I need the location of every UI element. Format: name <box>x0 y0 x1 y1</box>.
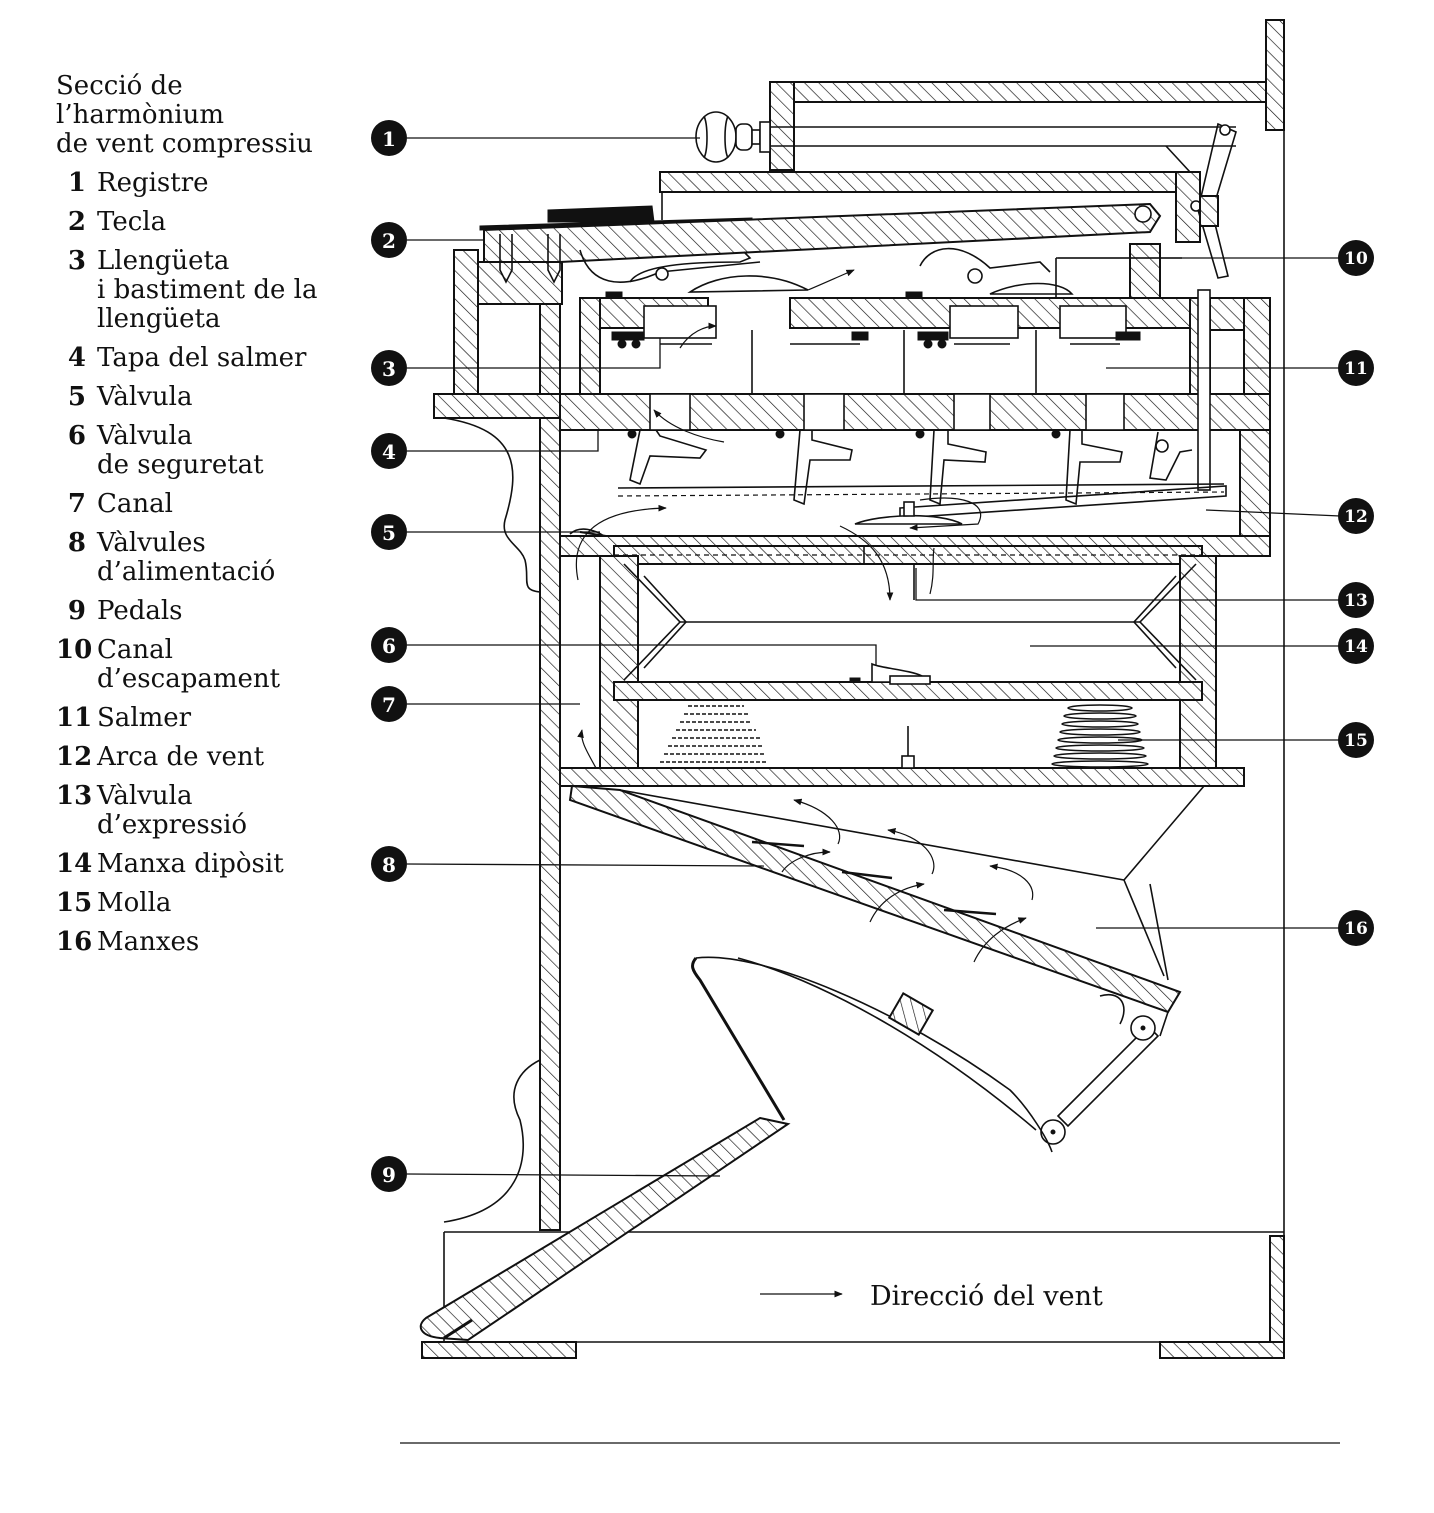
legend-label: Vàlvula <box>97 382 193 412</box>
callout-number: 5 <box>382 521 396 545</box>
wind-direction-label: Direcció del vent <box>870 1281 1103 1312</box>
callout-number: 12 <box>1344 507 1368 527</box>
legend-num: 3 <box>67 246 86 276</box>
callout-number: 16 <box>1344 919 1368 939</box>
callout-number: 15 <box>1344 731 1368 751</box>
legend-label: Arca de vent <box>97 742 265 772</box>
legend-label: Vàlvules d’alimentació <box>97 528 276 587</box>
callout-number: 14 <box>1344 637 1368 657</box>
legend-item-5: 5 Vàlvula <box>56 383 356 412</box>
callout-number: 13 <box>1344 591 1368 611</box>
legend-item-6: 6 Vàlvula de seguretat <box>56 422 356 480</box>
legend-item-8: 8 Vàlvules d’alimentació <box>56 529 356 587</box>
legend-label: Molla <box>97 888 172 918</box>
legend-num: 1 <box>67 168 86 198</box>
callout-15: 15 <box>1338 722 1374 758</box>
legend-item-1: 1 Registre <box>56 169 356 198</box>
stop-knob <box>695 111 1237 279</box>
callout-number: 11 <box>1344 359 1368 379</box>
legend-item-7: 7 Canal <box>56 490 356 519</box>
leader-lines <box>406 137 1341 1177</box>
legend-item-4: 4 Tapa del salmer <box>56 344 356 373</box>
legend-label: Registre <box>97 168 209 198</box>
callout-9: 9 <box>371 1156 407 1192</box>
legend-label: Canal d’escapament <box>97 635 281 694</box>
callout-5: 5 <box>371 514 407 550</box>
callout-number: 9 <box>382 1163 396 1187</box>
callout-14: 14 <box>1338 628 1374 664</box>
wind-chest <box>559 257 1271 491</box>
legend-label: Vàlvula de seguretat <box>97 421 264 480</box>
springs <box>660 704 1149 769</box>
wind-direction-key: Direcció del vent <box>760 1281 1103 1312</box>
legend-label: Manxes <box>97 927 200 957</box>
legend-num: 6 <box>67 421 86 451</box>
legend-label: Salmer <box>97 703 192 733</box>
callout-13: 13 <box>1338 582 1374 618</box>
callout-16: 16 <box>1338 910 1374 946</box>
legend-num: 8 <box>67 528 86 558</box>
callout-number: 6 <box>382 634 396 658</box>
legend-num: 2 <box>67 207 86 237</box>
callout-number: 3 <box>382 357 396 381</box>
callout-3: 3 <box>371 350 407 386</box>
callout-1: 1 <box>371 120 407 156</box>
legend-label: Tecla <box>97 207 167 237</box>
reeds <box>611 331 1141 349</box>
callout-12: 12 <box>1338 498 1374 534</box>
callout-number: 10 <box>1344 249 1368 269</box>
pallet-levers <box>579 247 1074 299</box>
callout-6: 6 <box>371 627 407 663</box>
key <box>477 192 1162 305</box>
pallet-valves <box>559 429 1271 557</box>
legend-label: Pedals <box>97 596 183 626</box>
legend-num: 7 <box>67 489 86 519</box>
legend-label: Llengüeta i bastiment de la llengüeta <box>97 246 318 334</box>
feeder-bellows <box>568 784 1205 1145</box>
callout-2: 2 <box>371 222 407 258</box>
legend-item-3: 3 Llengüeta i bastiment de la llengüeta <box>56 247 356 334</box>
callout-4: 4 <box>371 433 407 469</box>
legend: Secció de l’harmònium de vent compressiu… <box>56 72 356 967</box>
reservoir-bellows <box>559 545 1245 787</box>
legend-title: Secció de l’harmònium de vent compressiu <box>56 71 313 159</box>
legend-item-9: 9 Pedals <box>56 597 356 626</box>
legend-label: Vàlvula d’expressió <box>97 781 248 840</box>
pedal <box>419 956 1053 1342</box>
callout-number: 7 <box>382 693 396 717</box>
callout-number: 8 <box>382 853 396 877</box>
callout-number: 1 <box>382 127 396 151</box>
callout-7: 7 <box>371 686 407 722</box>
legend-label: Canal <box>97 489 173 519</box>
callout-number: 2 <box>382 229 396 253</box>
air-flow-arrows <box>575 269 1034 963</box>
case-frame <box>421 19 1285 1359</box>
legend-num: 5 <box>67 382 86 412</box>
legend-num: 9 <box>67 596 86 626</box>
legend-item-2: 2 Tecla <box>56 208 356 237</box>
callout-8: 8 <box>371 846 407 882</box>
legend-label: Manxa dipòsit <box>97 849 284 879</box>
legend-num: 4 <box>67 343 86 373</box>
callout-11: 11 <box>1338 350 1374 386</box>
callout-10: 10 <box>1338 240 1374 276</box>
callout-number: 4 <box>382 440 396 464</box>
legend-label: Tapa del salmer <box>97 343 307 373</box>
